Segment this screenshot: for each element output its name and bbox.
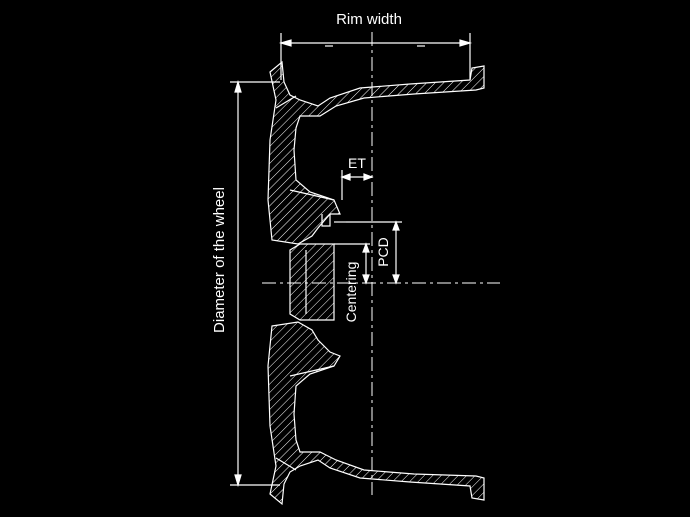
upper-rim-section [267,60,485,245]
rim-width-label: Rim width [336,11,402,28]
centering-dimension [334,242,370,285]
center-lines [262,32,500,495]
diameter-dimension [230,79,280,488]
centering-label: Centering [343,262,359,323]
et-label: ET [348,155,366,171]
pcd-dimension [346,220,402,285]
et-dimension [340,170,374,200]
diameter-label: Diameter of the wheel [211,187,228,333]
lower-rim-section [267,321,485,506]
hub-section [289,214,346,321]
rim-width-dimension [278,33,473,80]
pcd-label: PCD [375,237,391,267]
